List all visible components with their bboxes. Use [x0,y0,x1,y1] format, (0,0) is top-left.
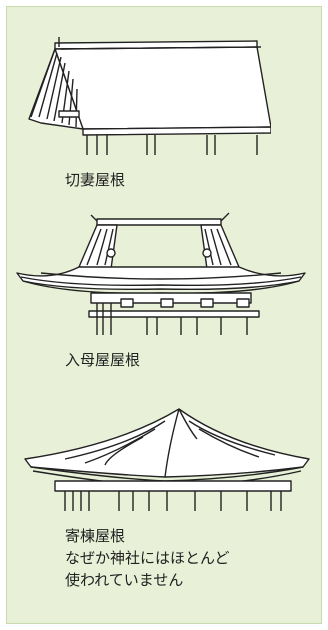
note-line-1: なぜか神社にはほとんど [65,549,230,567]
yosemune-caption: 寄棟屋根 なぜか神社にはほとんど 使われていません [65,525,230,591]
irimoya-roof-icon [11,207,311,335]
note-line-2: 使われていません [65,571,184,589]
kirizuma-roof-icon [21,33,271,155]
yosemune-roof-icon [19,405,311,511]
irimoya-caption: 入母屋屋根 [65,351,141,369]
kirizuma-caption: 切妻屋根 [65,171,126,189]
yosemune-title: 寄棟屋根 [65,527,126,545]
roof-types-panel: 切妻屋根 [6,6,322,624]
